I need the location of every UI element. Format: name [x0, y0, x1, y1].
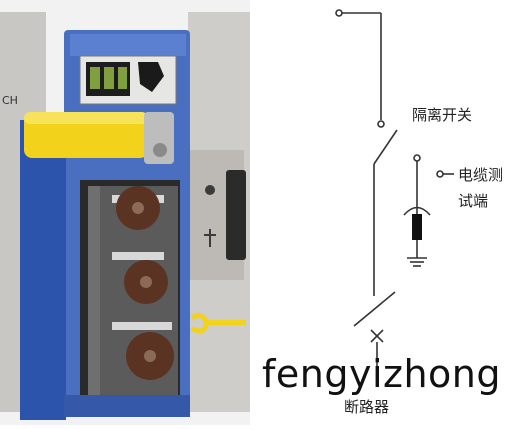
selector-knob — [138, 62, 164, 92]
cable-test-terminal — [413, 154, 421, 162]
breaker-label: 断路器 — [344, 398, 390, 416]
isolator-fixed-contact — [377, 120, 385, 128]
isolator-blade — [373, 129, 398, 165]
top-terminal — [335, 9, 343, 17]
handle-pivot — [153, 143, 167, 157]
insulator-cap — [132, 202, 144, 214]
panel-edge-label: CH — [2, 94, 18, 107]
watermark-text: fengyizhong — [262, 352, 501, 396]
lock-icon — [205, 185, 215, 195]
earth-bar — [204, 320, 246, 325]
busbar — [112, 322, 172, 330]
insulator-cap — [140, 276, 152, 288]
breaker-blade — [353, 291, 396, 327]
cable-test-pointer-dot — [436, 170, 444, 178]
schematic-diagram — [250, 0, 527, 425]
cabinet-top-cap — [70, 34, 186, 56]
operating-handle — [226, 170, 246, 260]
insulator-cap — [144, 350, 156, 362]
cable-test-label-line1: 电缆测 — [458, 166, 504, 184]
isolator-label: 隔离开关 — [412, 106, 473, 124]
cabinet-left-door — [20, 120, 66, 420]
cable-test-resistor — [412, 214, 422, 240]
cable-test-arc — [403, 206, 431, 216]
switchgear-photo — [0, 0, 250, 425]
display-segment — [90, 67, 100, 89]
interior-rail — [88, 186, 100, 396]
display-segment — [118, 67, 127, 89]
busbar — [112, 252, 164, 260]
display-segment — [104, 67, 114, 89]
handle-highlight — [24, 112, 148, 124]
cabinet-base — [64, 395, 190, 417]
breaker-cross — [370, 329, 384, 343]
schematic-lines — [335, 9, 454, 378]
earth-switch-icon — [204, 229, 216, 247]
cable-test-label-line2: 试端 — [458, 192, 489, 210]
